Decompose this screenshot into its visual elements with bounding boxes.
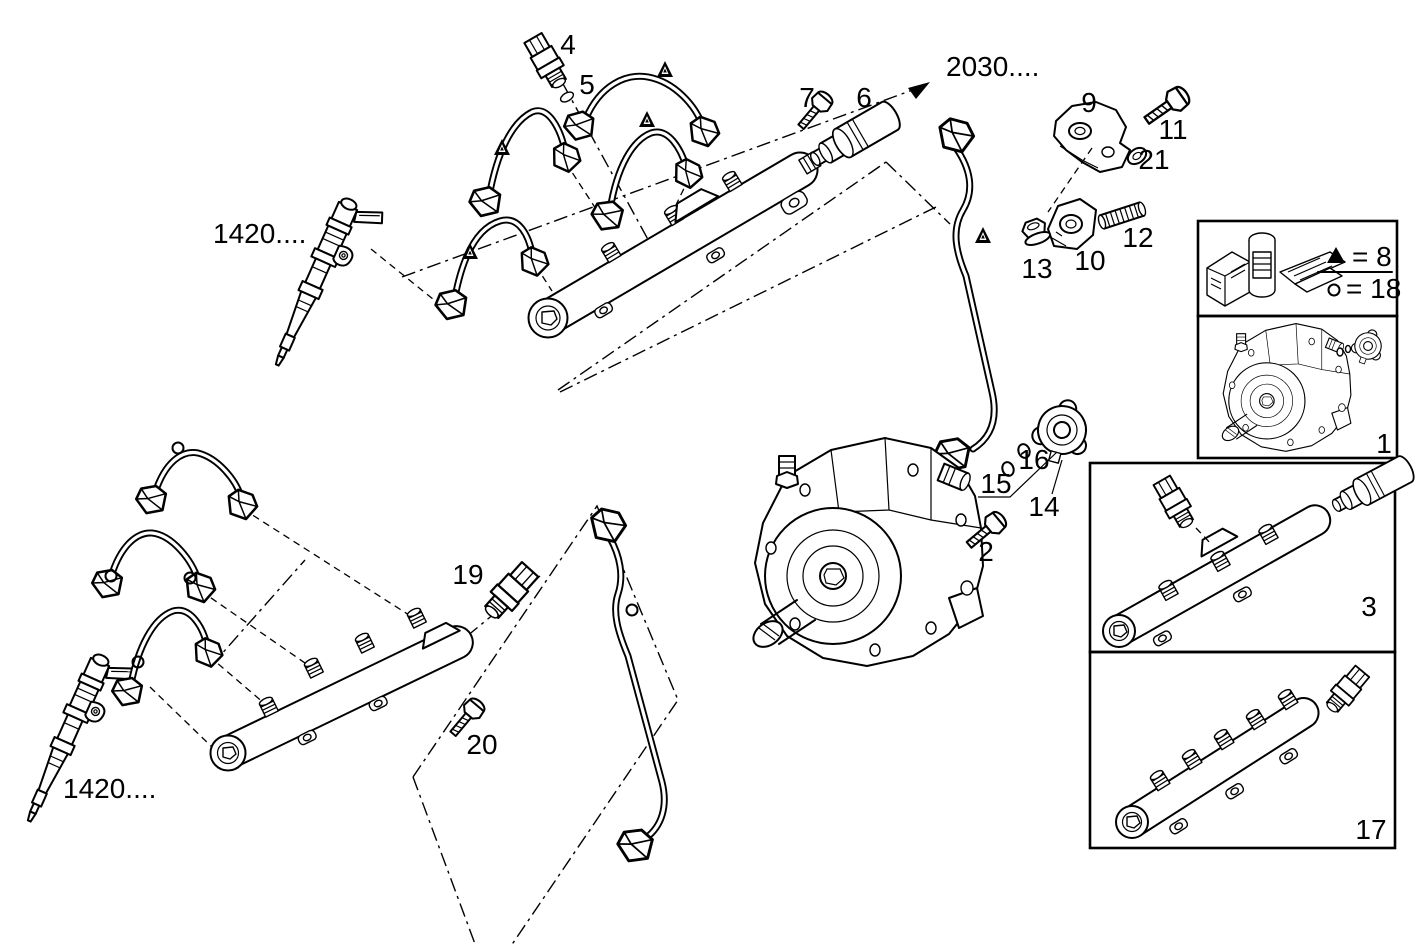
rail-mount-boss — [674, 188, 720, 224]
callout-19: 19 — [452, 559, 483, 590]
injection-pipes-upper — [431, 72, 724, 324]
rail-to-pump-pipe-upper — [930, 115, 998, 475]
rail-to-pump-pipe-lower — [587, 506, 668, 866]
o-ring-16 — [1017, 443, 1031, 459]
triangle-marker-icon — [975, 227, 991, 243]
circle-marker-icon — [1327, 283, 1341, 297]
injector-pipe-4 — [431, 216, 553, 324]
circle-marker-icon — [171, 441, 185, 455]
inset-o-ring — [1336, 347, 1344, 357]
high-pressure-pump — [747, 437, 984, 667]
stud-12 — [1097, 201, 1147, 230]
callout-16: 16 — [1018, 444, 1049, 475]
callout-14: 14 — [1028, 491, 1059, 522]
callout-1420-bottom: 1420.... — [63, 773, 156, 804]
inset-box-pump — [1196, 314, 1399, 460]
callout-2030: 2030.... — [946, 51, 1039, 82]
callout-14-bracket — [978, 451, 1063, 498]
callout-labels: 4 5 2030.... 7 6 9 11 21 12 10 13 1420..… — [63, 29, 1392, 845]
injector-pipe-7 — [108, 606, 227, 710]
projection-lines — [149, 59, 951, 945]
callout-7: 7 — [799, 82, 815, 113]
o-ring-15 — [1001, 461, 1015, 477]
legend-triangle-value: = 8 — [1352, 241, 1392, 272]
rail-pressure-sensor-19 — [477, 558, 542, 626]
callout-2: 2 — [978, 536, 994, 567]
inset-pump-flange — [1347, 324, 1389, 369]
triangle-marker-icon — [1327, 247, 1345, 263]
inset-o-ring — [1344, 344, 1352, 354]
sensor-seal — [559, 91, 575, 103]
circle-marker-icon — [625, 603, 639, 617]
callout-20: 20 — [466, 729, 497, 760]
callout-21: 21 — [1138, 144, 1169, 175]
fuel-rail-lower — [209, 605, 474, 772]
triangle-marker-icon — [657, 61, 673, 77]
washer-21 — [1126, 146, 1148, 166]
legend-circle-value: = 18 — [1346, 273, 1401, 304]
injector-pipe-1 — [559, 72, 724, 150]
callout-1420-top: 1420.... — [213, 218, 306, 249]
callout-3: 3 — [1361, 591, 1377, 622]
injector-pipe-6 — [88, 529, 220, 606]
callout-9: 9 — [1081, 87, 1097, 118]
injector-bottom — [16, 648, 139, 838]
callout-4: 4 — [560, 29, 576, 60]
inset-pump-thumbnail — [1219, 323, 1352, 452]
callout-17: 17 — [1355, 814, 1386, 845]
injector-pipe-2 — [465, 107, 586, 221]
callout-6: 6 — [856, 82, 872, 113]
support-bracket — [1047, 101, 1131, 213]
clamp-plate-10 — [1047, 198, 1097, 250]
legend-keys: = 8 = 18 — [1317, 241, 1401, 304]
flange-nut-13 — [1021, 217, 1052, 246]
inset-rail-3 — [1102, 452, 1418, 648]
callout-10: 10 — [1074, 245, 1105, 276]
callout-15: 15 — [980, 468, 1011, 499]
inset-rail-17 — [1115, 662, 1373, 839]
callout-1: 1 — [1376, 428, 1392, 459]
callout-12: 12 — [1122, 222, 1153, 253]
legend-packages — [1206, 232, 1346, 307]
triangle-marker-icon — [639, 111, 655, 127]
injector-pipe-5 — [132, 449, 262, 523]
inset-box-rail-17 — [1088, 650, 1397, 850]
rail-mount-boss — [421, 621, 461, 650]
reference-arrow-icon — [908, 82, 930, 99]
injector-pipe-3 — [588, 128, 708, 234]
callout-11: 11 — [1158, 114, 1187, 145]
callout-5: 5 — [579, 69, 595, 100]
callout-13: 13 — [1021, 253, 1052, 284]
